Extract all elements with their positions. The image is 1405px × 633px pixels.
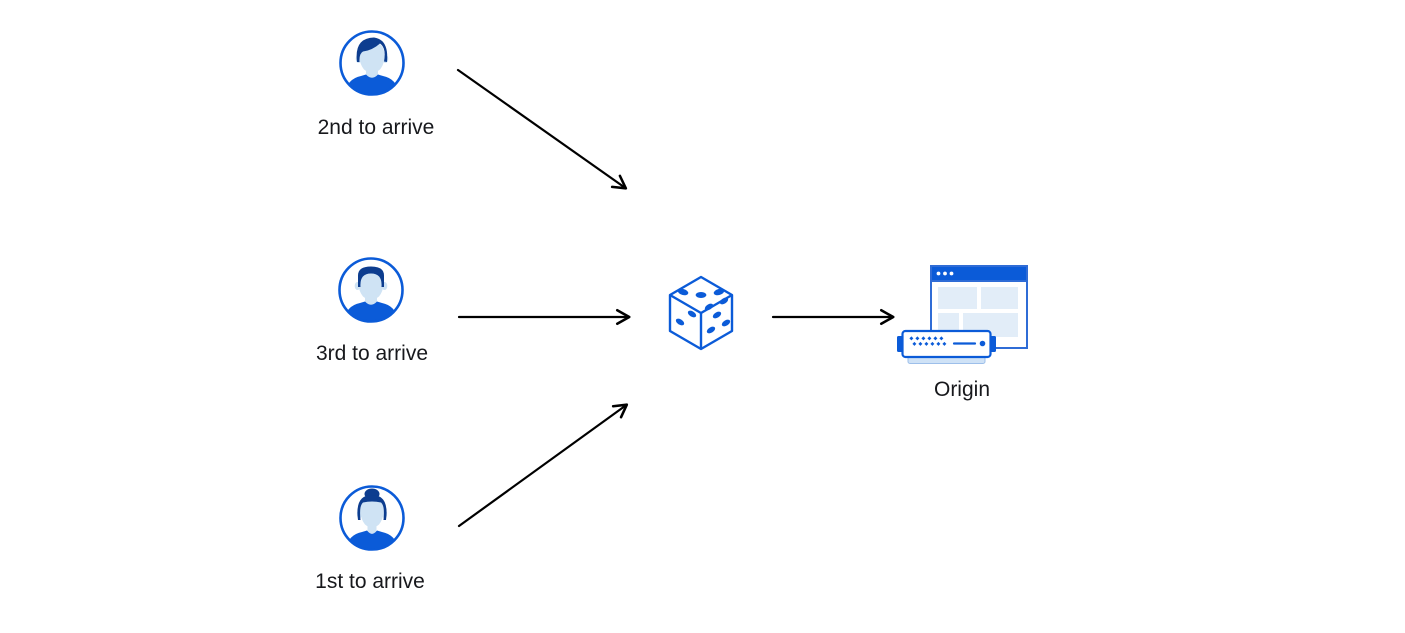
random-selector-node <box>668 275 734 356</box>
client-label-3rd: 3rd to arrive <box>315 342 429 365</box>
origin-node <box>896 263 1028 370</box>
client-label-1st: 1st to arrive <box>315 570 425 593</box>
origin-server-icon <box>897 265 1028 364</box>
dice-icon <box>668 275 734 351</box>
avatar-woman-bun-hair-icon <box>339 485 405 551</box>
arrow-1st-to-dice <box>457 403 629 528</box>
client-node-2nd <box>338 29 406 102</box>
client-node-1st <box>338 484 406 557</box>
avatar-man-swoosh-hair-icon <box>339 30 405 96</box>
arrow-2nd-to-dice <box>456 68 628 190</box>
client-node-3rd <box>337 256 405 329</box>
client-label-2nd: 2nd to arrive <box>317 116 435 139</box>
origin-label: Origin <box>933 378 991 401</box>
avatar-man-flattop-hair-icon <box>338 257 404 323</box>
